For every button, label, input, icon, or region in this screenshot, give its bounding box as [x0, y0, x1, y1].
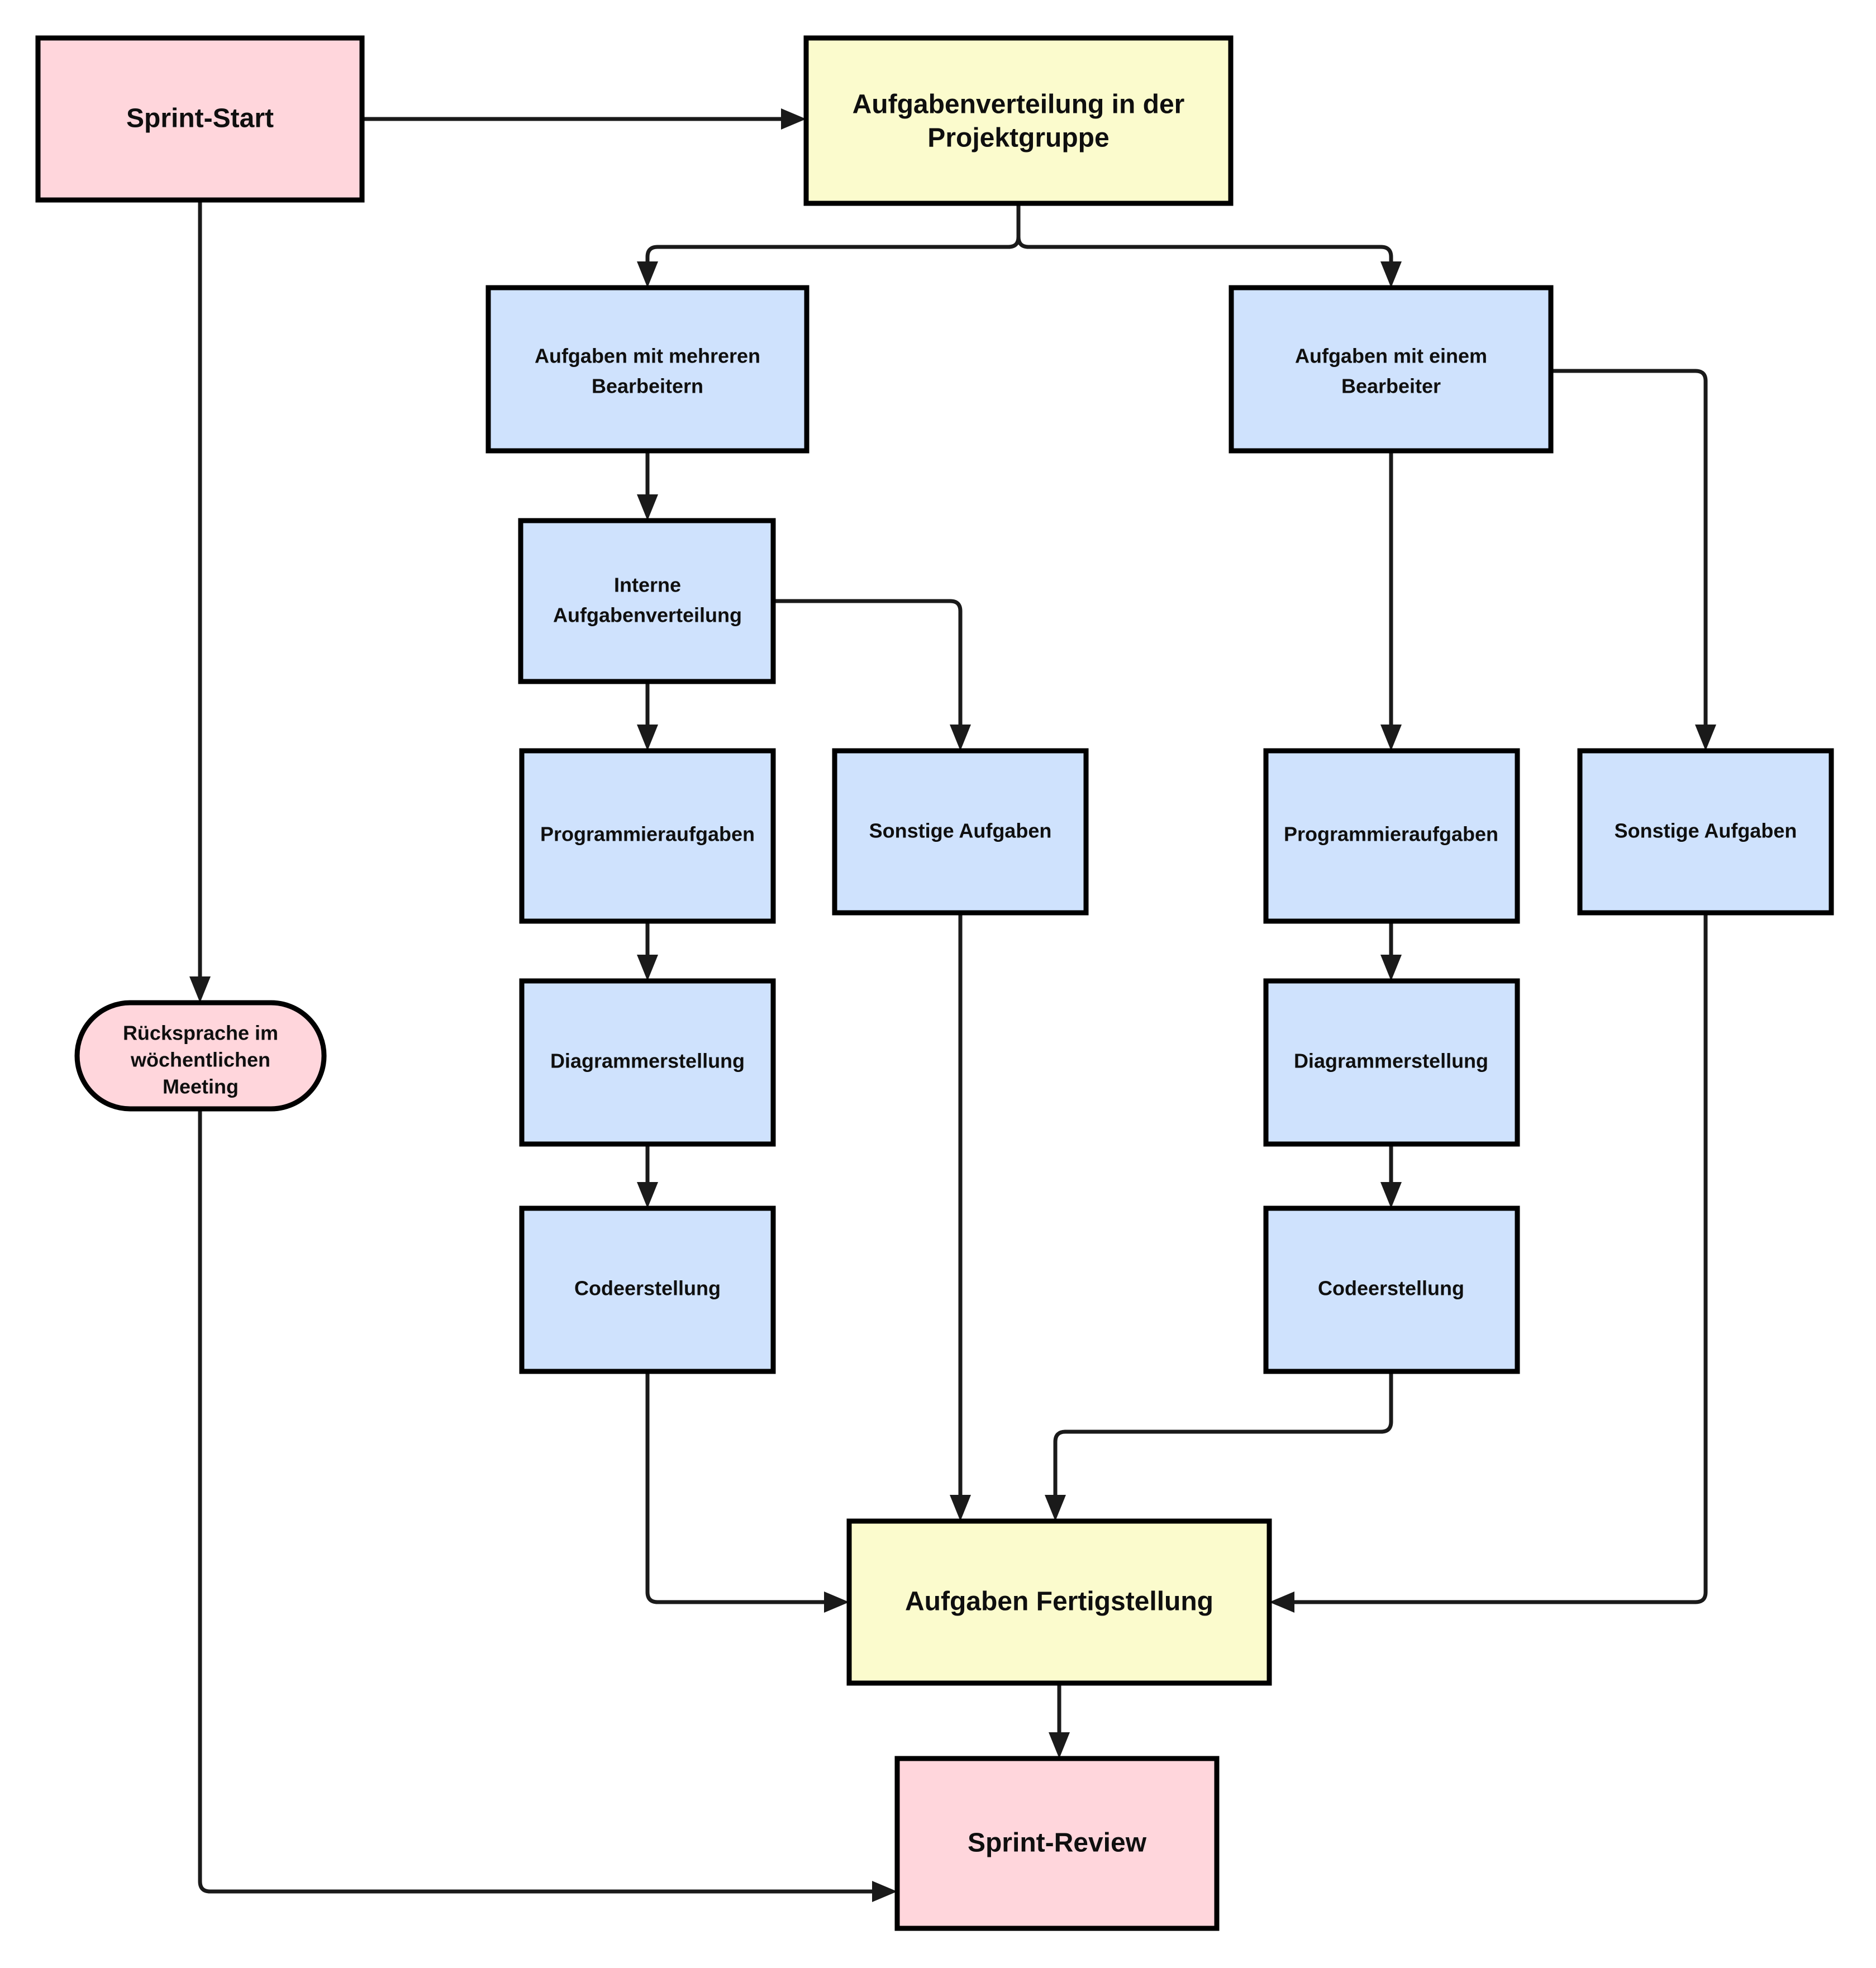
edge-sprint-start-to-aufgabenverteilung — [362, 108, 806, 130]
edge-ruecksprache-to-sprint-review — [198, 1109, 897, 1902]
node-fertigstellung[interactable]: Aufgaben Fertigstellung — [846, 1518, 1272, 1686]
node-prog-links[interactable]: Programmieraufgaben — [519, 748, 776, 924]
node-interne-verteilung-label-line1: Interne — [614, 574, 681, 597]
node-code-links[interactable]: Codeerstellung — [519, 1205, 776, 1374]
edge-fertigstellung-to-sprint-review — [1049, 1683, 1070, 1759]
node-aufgabenverteilung-label-line1: Aufgabenverteilung in der — [853, 90, 1185, 120]
node-ein-bearbeiter-label-line1: Aufgaben mit einem — [1295, 345, 1487, 368]
edge-prog-links-to-diagramm-links — [637, 921, 658, 981]
node-sonstige-links[interactable]: Sonstige Aufgaben — [832, 748, 1089, 916]
node-layer: Sprint-Start Aufgabenverteilung in der P… — [35, 35, 1834, 1931]
node-aufgabenverteilung-shape[interactable] — [803, 35, 1234, 206]
node-diagramm-rechts[interactable]: Diagrammerstellung — [1263, 978, 1520, 1147]
node-ruecksprache-label-line1: Rücksprache im — [123, 1022, 278, 1045]
edge-layer — [189, 108, 1716, 1902]
edge-interne-verteilung-to-sonstige-links — [773, 599, 971, 751]
node-fertigstellung-label: Aufgaben Fertigstellung — [905, 1587, 1213, 1617]
node-diagramm-links[interactable]: Diagrammerstellung — [519, 978, 776, 1147]
node-prog-rechts-shape[interactable] — [1263, 748, 1520, 924]
node-ruecksprache-label-line3: Meeting — [163, 1075, 239, 1098]
node-diagramm-rechts-label: Diagrammerstellung — [1294, 1050, 1488, 1073]
node-diagramm-rechts-shape[interactable] — [1263, 978, 1520, 1147]
node-fertigstellung-shape[interactable] — [846, 1518, 1272, 1686]
node-mehrere-bearbeiter-label-line1: Aufgaben mit mehreren — [535, 345, 760, 368]
node-ruecksprache[interactable]: Rücksprache im wöchentlichen Meeting — [74, 1000, 327, 1112]
node-code-rechts-shape[interactable] — [1263, 1205, 1520, 1374]
edge-mehrere-bearbeiter-to-interne-verteilung — [637, 451, 658, 521]
edge-interne-verteilung-to-prog-links — [637, 682, 658, 751]
node-prog-links-shape[interactable] — [519, 748, 776, 924]
node-diagramm-links-shape[interactable] — [519, 978, 776, 1147]
node-sprint-review-shape[interactable] — [894, 1756, 1220, 1931]
node-mehrere-bearbeiter-label-line2: Bearbeitern — [592, 375, 703, 398]
node-sprint-review[interactable]: Sprint-Review — [894, 1756, 1220, 1931]
edge-sonstige-links-to-fertigstellung — [950, 913, 971, 1521]
node-code-links-label: Codeerstellung — [574, 1277, 721, 1300]
edge-diagramm-rechts-to-code-rechts — [1380, 1144, 1402, 1208]
node-sprint-start-label: Sprint-Start — [126, 104, 274, 134]
node-sprint-start[interactable]: Sprint-Start — [35, 35, 365, 203]
edge-sprint-start-to-ruecksprache — [189, 200, 211, 1003]
node-diagramm-links-label: Diagrammerstellung — [550, 1050, 745, 1073]
node-sonstige-rechts-label: Sonstige Aufgaben — [1615, 819, 1797, 842]
node-aufgabenverteilung[interactable]: Aufgabenverteilung in der Projektgruppe — [803, 35, 1234, 206]
node-interne-verteilung[interactable]: Interne Aufgabenverteilung — [518, 518, 776, 684]
node-prog-links-label: Programmieraufgaben — [540, 823, 755, 846]
node-sonstige-links-shape[interactable] — [832, 748, 1089, 916]
edge-ein-bearbeiter-to-prog-rechts — [1380, 451, 1402, 751]
node-ruecksprache-shape[interactable] — [74, 1000, 327, 1112]
edge-code-rechts-to-fertigstellung — [1045, 1371, 1393, 1521]
edge-code-links-to-fertigstellung — [645, 1371, 849, 1613]
node-mehrere-bearbeiter-shape[interactable] — [485, 285, 810, 454]
node-sonstige-links-label: Sonstige Aufgaben — [869, 819, 1052, 842]
node-mehrere-bearbeiter[interactable]: Aufgaben mit mehreren Bearbeitern — [485, 285, 810, 454]
edge-ein-bearbeiter-to-sonstige-rechts — [1551, 369, 1716, 751]
node-interne-verteilung-label-line2: Aufgabenverteilung — [553, 604, 742, 627]
node-sprint-review-label: Sprint-Review — [968, 1828, 1147, 1858]
node-sonstige-rechts-shape[interactable] — [1577, 748, 1834, 916]
node-code-links-shape[interactable] — [519, 1205, 776, 1374]
node-sonstige-rechts[interactable]: Sonstige Aufgaben — [1577, 748, 1834, 916]
edge-aufgabenverteilung-to-mehrere-bearbeiter — [637, 203, 1021, 288]
node-sprint-start-shape[interactable] — [35, 35, 365, 203]
node-ruecksprache-label-line2: wöchentlichen — [130, 1049, 270, 1071]
edge-sonstige-rechts-to-fertigstellung — [1269, 913, 1708, 1613]
node-ein-bearbeiter-shape[interactable] — [1229, 285, 1554, 454]
edge-diagramm-links-to-code-links — [637, 1144, 658, 1208]
node-interne-verteilung-shape[interactable] — [518, 518, 776, 684]
edge-aufgabenverteilung-to-ein-bearbeiter — [1016, 203, 1402, 288]
node-code-rechts[interactable]: Codeerstellung — [1263, 1205, 1520, 1374]
node-aufgabenverteilung-label-line2: Projektgruppe — [927, 123, 1109, 153]
node-ein-bearbeiter[interactable]: Aufgaben mit einem Bearbeiter — [1229, 285, 1554, 454]
node-prog-rechts-label: Programmieraufgaben — [1284, 823, 1498, 846]
edge-prog-rechts-to-diagramm-rechts — [1380, 921, 1402, 981]
node-code-rechts-label: Codeerstellung — [1318, 1277, 1464, 1300]
node-ein-bearbeiter-label-line2: Bearbeiter — [1341, 375, 1441, 398]
node-prog-rechts[interactable]: Programmieraufgaben — [1263, 748, 1520, 924]
